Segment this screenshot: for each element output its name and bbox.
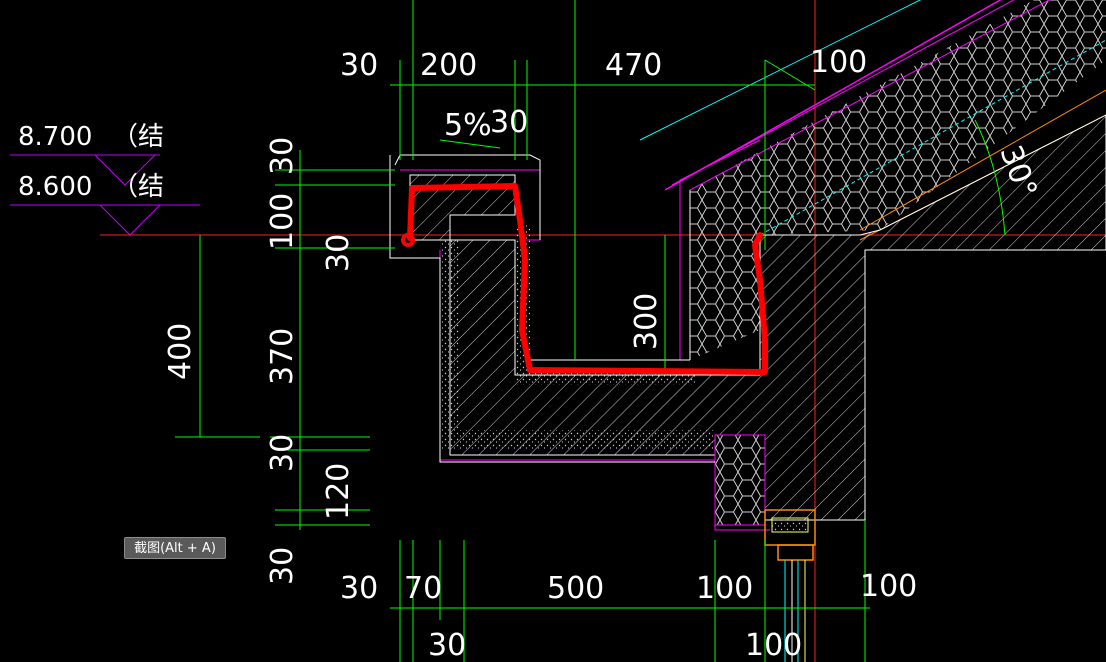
dim-left-400: 400 [163, 323, 198, 380]
dim-bottom-500: 500 [547, 571, 604, 606]
level-8700: 8.700 [18, 122, 92, 152]
slope-label: 5% [444, 108, 492, 143]
screenshot-tooltip: 截图(Alt + A) [124, 537, 226, 559]
level-markers [10, 154, 200, 236]
dim-left-30d: 30 [265, 547, 300, 585]
dim-bottom-100a: 100 [696, 571, 753, 606]
dim-top-100: 100 [810, 45, 867, 80]
dim-bottom-70: 70 [404, 571, 442, 606]
dim-top-30: 30 [340, 48, 378, 83]
slope-dim-30: 30 [490, 105, 528, 140]
dim-left-30a: 30 [265, 137, 300, 175]
dim-inner-300: 300 [629, 293, 664, 350]
dim-left-30b: 30 [321, 234, 356, 272]
gutter-concrete [389, 114, 1106, 531]
dim-left-100: 100 [265, 193, 300, 250]
dim-bottom-100-lower: 100 [745, 628, 802, 662]
window-frame [764, 509, 816, 662]
dim-bottom-100b: 100 [860, 569, 917, 604]
red-highlight-outline [401, 183, 768, 375]
dimension-lines [175, 0, 1006, 662]
level-8700-note: （结 [112, 122, 164, 152]
dim-left-30c: 30 [265, 434, 300, 472]
dim-left-370: 370 [265, 328, 300, 385]
dimension-texts: 30 200 470 100 5% 30 30° 8.700 （结 8.600 … [18, 45, 1044, 662]
level-8600: 8.600 [18, 172, 92, 202]
dim-top-200: 200 [420, 48, 477, 83]
level-8600-note: （结 [112, 172, 164, 202]
dim-bottom-30: 30 [340, 571, 378, 606]
dim-top-470: 470 [605, 48, 662, 83]
roof-slope [639, 0, 1106, 360]
dim-left-120: 120 [321, 463, 356, 520]
dim-bottom-30-lower: 30 [428, 628, 466, 662]
